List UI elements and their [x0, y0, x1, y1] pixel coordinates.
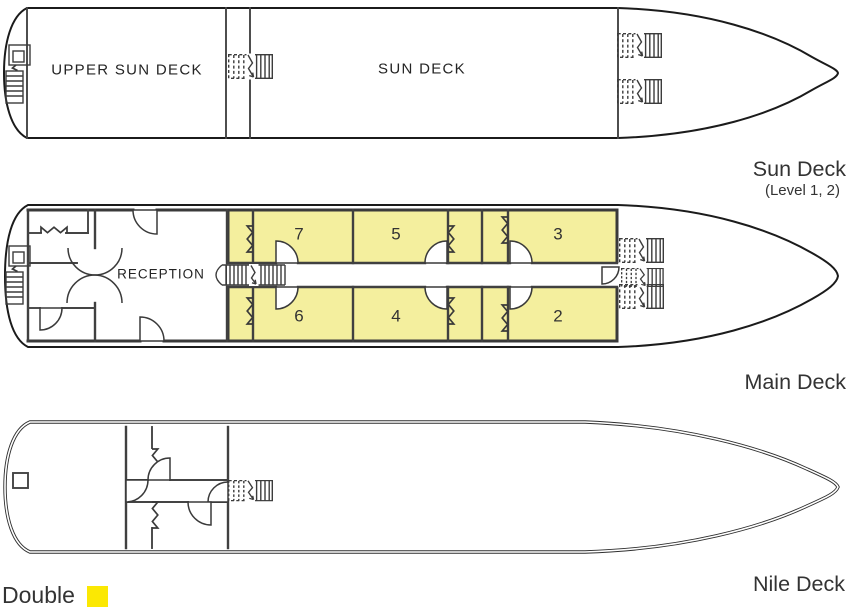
cabin-5: 5: [391, 225, 400, 244]
cabin-4: 4: [391, 307, 400, 326]
main-deck-walls: [26, 208, 619, 343]
cabin-7: 7: [294, 225, 303, 244]
legend-double-swatch: [87, 586, 108, 607]
corridor: [227, 263, 620, 287]
nile-deck-hull-inner: [4, 421, 839, 553]
legend: Double: [2, 582, 108, 608]
sun-deck-zone-label: SUN DECK: [378, 61, 466, 78]
deck-labels: Sun Deck (Level 1, 2) Main Deck Nile Dec…: [744, 157, 846, 596]
nile-deck-plan: [3, 420, 840, 554]
main-deck-label: Main Deck: [744, 370, 846, 394]
cabin-numbers: 7 5 3 6 4 2: [294, 225, 562, 326]
cabin-6: 6: [294, 307, 303, 326]
cabin-2: 2: [553, 307, 562, 326]
sun-deck-hull: [2, 7, 840, 139]
legend-label: Double: [2, 582, 75, 608]
door-swing-icons: [39, 209, 620, 342]
main-deck-plan: RECEPTION 7 5 3 6 4 2: [3, 204, 840, 348]
sun-deck-sublabel: (Level 1, 2): [765, 182, 840, 199]
sun-deck-label: Sun Deck: [753, 157, 846, 181]
upper-sun-deck-label: UPPER SUN DECK: [51, 62, 203, 79]
nile-deck-label: Nile Deck: [753, 572, 845, 596]
stern-hatch: [12, 472, 29, 489]
sun-deck-plan: UPPER SUN DECK SUN DECK: [2, 7, 840, 139]
door-swing-icons: [125, 457, 229, 526]
cabin-3: 3: [553, 225, 562, 244]
nile-deck-walls: [124, 425, 230, 550]
reception-label: RECEPTION: [117, 267, 205, 282]
